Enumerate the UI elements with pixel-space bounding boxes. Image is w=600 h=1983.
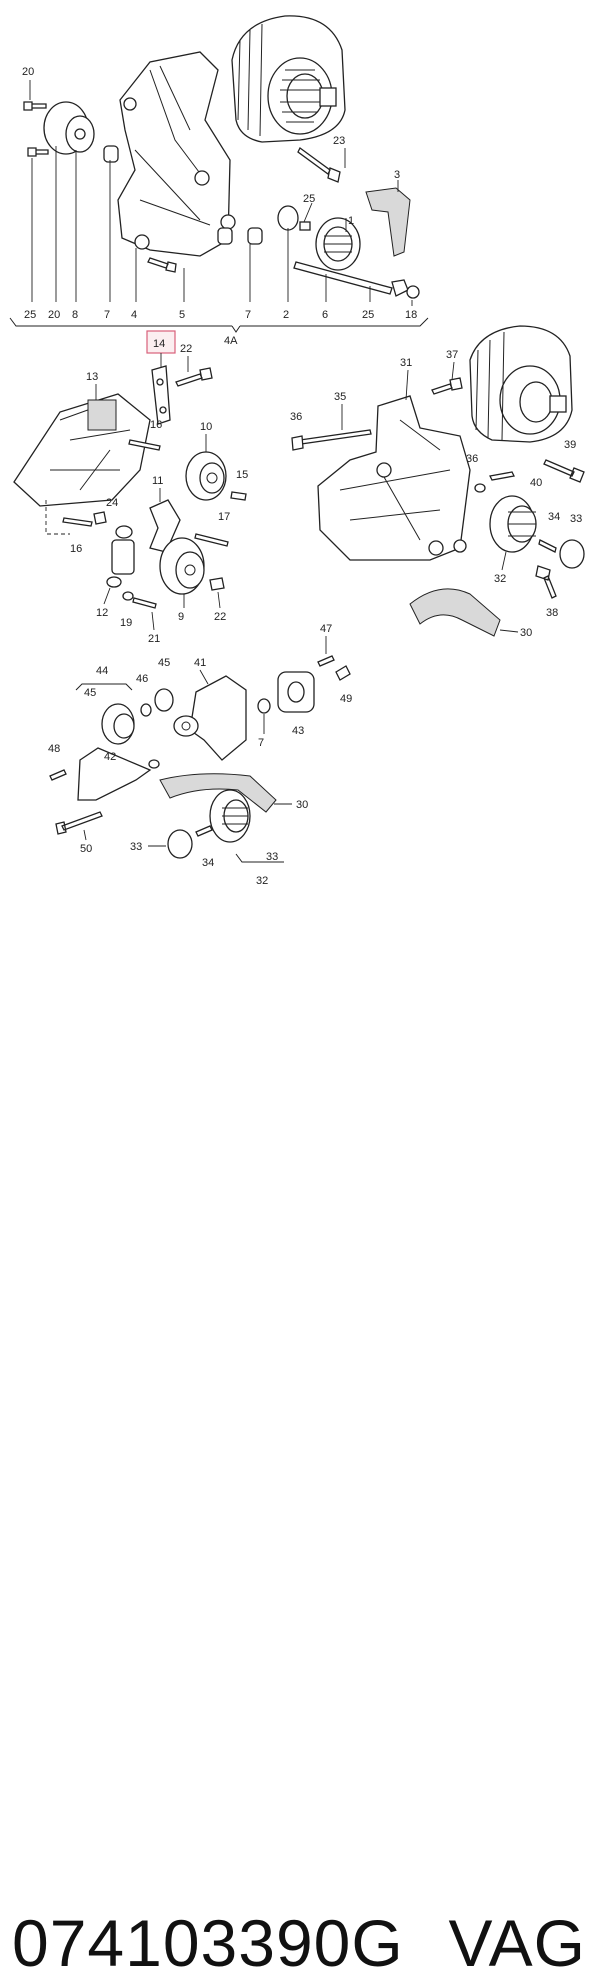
callout-16: 16 <box>150 419 162 431</box>
callout-25: 25 <box>362 309 374 321</box>
callout-5: 5 <box>179 309 185 321</box>
callout-18: 18 <box>405 309 417 321</box>
callout-44: 44 <box>96 665 108 677</box>
callout-2: 2 <box>283 309 289 321</box>
callout-47: 47 <box>320 623 332 635</box>
callout-34: 34 <box>202 857 214 869</box>
callout-46: 46 <box>136 673 148 685</box>
pulley-10 <box>185 451 227 501</box>
callout-15: 15 <box>236 469 248 481</box>
callout-16: 16 <box>70 543 82 555</box>
callout-32: 32 <box>256 875 268 887</box>
callout-34: 34 <box>548 511 560 523</box>
callout-22: 22 <box>214 611 226 623</box>
pulley-44 <box>101 703 135 745</box>
callout-13: 13 <box>86 371 98 383</box>
callout-48: 48 <box>48 743 60 755</box>
parts-exploded-diagram: 20 1 23 3 25 25 20 8 7 4 5 7 2 6 25 18 4… <box>9 15 585 887</box>
callout-8: 8 <box>72 309 78 321</box>
callout-39: 39 <box>564 439 576 451</box>
callout-12: 12 <box>96 607 108 619</box>
alternator-top <box>231 15 346 143</box>
callout-43: 43 <box>292 725 304 737</box>
callout-45: 45 <box>158 657 170 669</box>
callout-30: 30 <box>296 799 308 811</box>
callout-33: 33 <box>570 513 582 525</box>
left-assembly: 14 22 13 16 10 15 11 24 <box>13 330 248 645</box>
callout-38: 38 <box>546 607 558 619</box>
caption: 074103390G VAG <box>0 948 600 1980</box>
callout-20: 20 <box>48 309 60 321</box>
brand-label: VAG <box>448 1906 586 1980</box>
rod-42 <box>77 747 152 801</box>
bracket-41 <box>189 675 247 761</box>
callout-7: 7 <box>104 309 110 321</box>
callout-22: 22 <box>180 343 192 355</box>
callout-49: 49 <box>340 693 352 705</box>
callout-30: 30 <box>520 627 532 639</box>
ribbed-belt-30-bottom <box>159 773 277 813</box>
mounting-bracket-top <box>117 51 236 257</box>
callout-14: 14 <box>153 338 165 350</box>
bottom-assembly: 44 45 46 45 41 47 49 43 7 42 <box>48 623 352 887</box>
pulley-1 <box>315 217 361 271</box>
tension-roller-8 <box>43 101 95 155</box>
callout-10: 10 <box>200 421 212 433</box>
right-assembly: 35 36 31 37 39 36 40 32 34 33 38 30 <box>290 325 585 639</box>
callout-19: 19 <box>120 617 132 629</box>
top-assembly: 20 1 23 3 25 25 20 8 7 4 5 7 2 6 25 18 4… <box>9 15 429 347</box>
callout-25: 25 <box>24 309 36 321</box>
callout-21: 21 <box>148 633 160 645</box>
callout-36: 36 <box>290 411 302 423</box>
callout-40: 40 <box>530 477 542 489</box>
ribbed-belt-30 <box>409 588 501 637</box>
console-13 <box>13 393 151 507</box>
mounting-bracket-right <box>317 395 471 561</box>
callout-6: 6 <box>322 309 328 321</box>
callout-42: 42 <box>104 751 116 763</box>
pulley-32 <box>489 495 537 553</box>
callout-33: 33 <box>130 841 142 853</box>
callout-35: 35 <box>334 391 346 403</box>
callout-7: 7 <box>245 309 251 321</box>
pulley-9 <box>159 537 205 595</box>
alternator-right <box>469 325 573 443</box>
damper-12 <box>106 525 135 588</box>
callout-50: 50 <box>80 843 92 855</box>
callout-11: 11 <box>152 475 163 487</box>
callout-4: 4 <box>131 309 137 321</box>
bracket-14 <box>151 365 171 425</box>
callout-32: 32 <box>494 573 506 585</box>
callout-24: 24 <box>106 497 118 509</box>
part-number: 074103390G <box>12 1906 404 1980</box>
callout-20: 20 <box>22 66 34 78</box>
callout-45: 45 <box>84 687 96 699</box>
tensioner-43 <box>277 671 315 713</box>
callout-36: 36 <box>466 453 478 465</box>
callout-37: 37 <box>446 349 458 361</box>
callout-7: 7 <box>258 737 264 749</box>
callout-25: 25 <box>303 193 315 205</box>
callout-31: 31 <box>400 357 412 369</box>
callout-1: 1 <box>348 215 354 227</box>
pulley-32-bottom <box>209 789 251 843</box>
callout-9: 9 <box>178 611 184 623</box>
callout-4A: 4A <box>224 335 238 347</box>
callout-17: 17 <box>218 511 230 523</box>
callout-3: 3 <box>394 169 400 181</box>
callout-41: 41 <box>194 657 206 669</box>
callout-33: 33 <box>266 851 278 863</box>
callout-23: 23 <box>333 135 345 147</box>
